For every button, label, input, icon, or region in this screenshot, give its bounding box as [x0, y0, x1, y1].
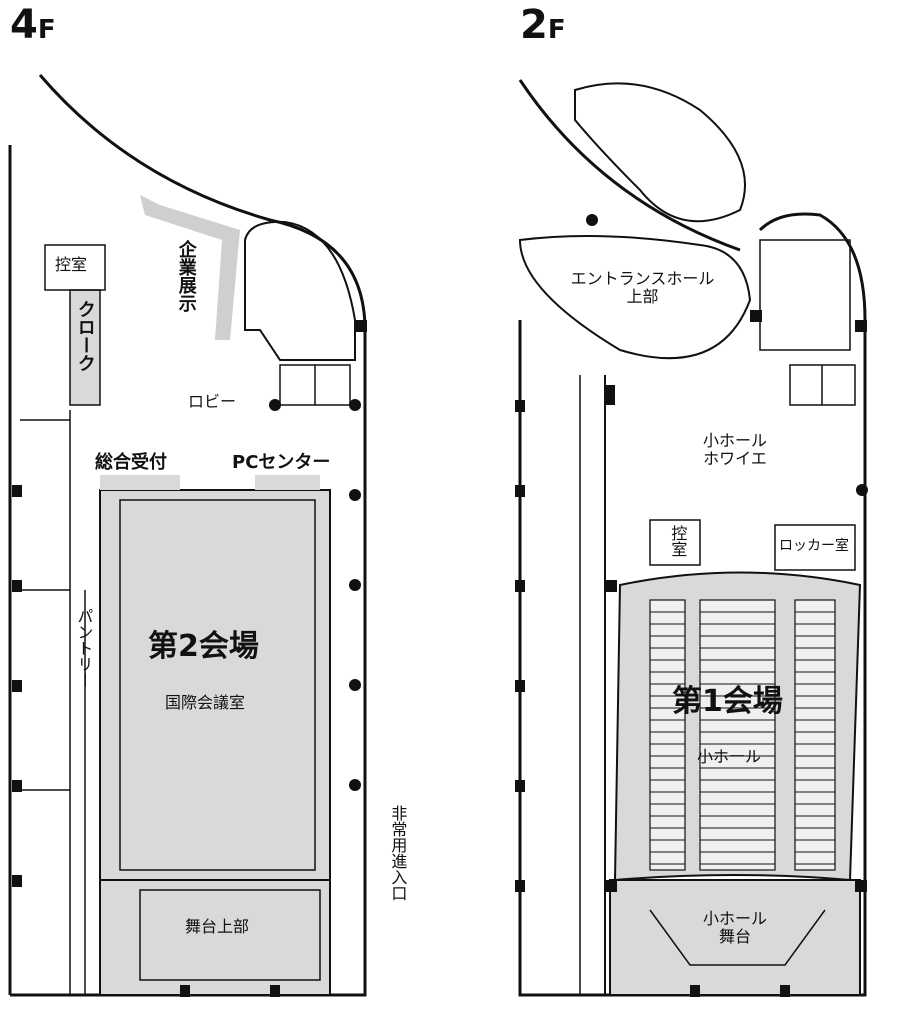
exhibit-band [140, 195, 240, 340]
exhibit-label: 企業展示 [175, 240, 197, 312]
emergency-entrance-label: 非常用進入口 [388, 805, 408, 901]
foyer-label: 小ホールホワイエ [695, 431, 775, 469]
entrance-hall-line1: エントランスホール [570, 269, 715, 288]
cloak-label: クローク [74, 300, 96, 372]
floor-suffix: F [547, 15, 566, 45]
foyer-line2: ホワイエ [703, 449, 767, 469]
waiting-room-2f-label: 控室 [668, 525, 688, 557]
stage-upper-room [99, 879, 331, 996]
lobby-label: ロビー [188, 392, 237, 411]
floor-number: 4 [10, 2, 38, 48]
reception-label: 総合受付 [95, 452, 167, 473]
pc-center-label: PCセンター [232, 452, 331, 473]
entrance-hall-line2: 上部 [626, 287, 659, 307]
stage-line2: 舞台 [718, 927, 751, 947]
floor-4-heading: 4F [10, 2, 56, 48]
stage-upper-label: 舞台上部 [185, 917, 250, 936]
waiting-room-label: 控室 [55, 255, 88, 274]
foyer-line1: 小ホール [702, 431, 767, 450]
hall-2-room [99, 489, 331, 881]
floor-4-plan [8, 74, 367, 997]
floor-2-plan [515, 79, 868, 997]
small-hall-stage-label: 小ホール舞台 [695, 909, 775, 947]
hall-1-subtitle: 小ホール [697, 747, 762, 766]
small-hall-stage [609, 879, 861, 996]
entrance-hall-upper-label: エントランスホール上部 [550, 269, 735, 307]
pantry-label: パントリー [74, 608, 94, 688]
floor-2-heading: 2F [520, 2, 566, 48]
floor-suffix: F [37, 15, 56, 45]
locker-room-label: ロッカー室 [779, 538, 849, 554]
hall-1-name: 第1会場 [672, 684, 783, 719]
hall-2-name: 第2会場 [148, 629, 259, 664]
stage-line1: 小ホール [702, 909, 767, 928]
hall-2-subtitle: 国際会議室 [165, 693, 246, 712]
floor-number: 2 [520, 2, 548, 48]
